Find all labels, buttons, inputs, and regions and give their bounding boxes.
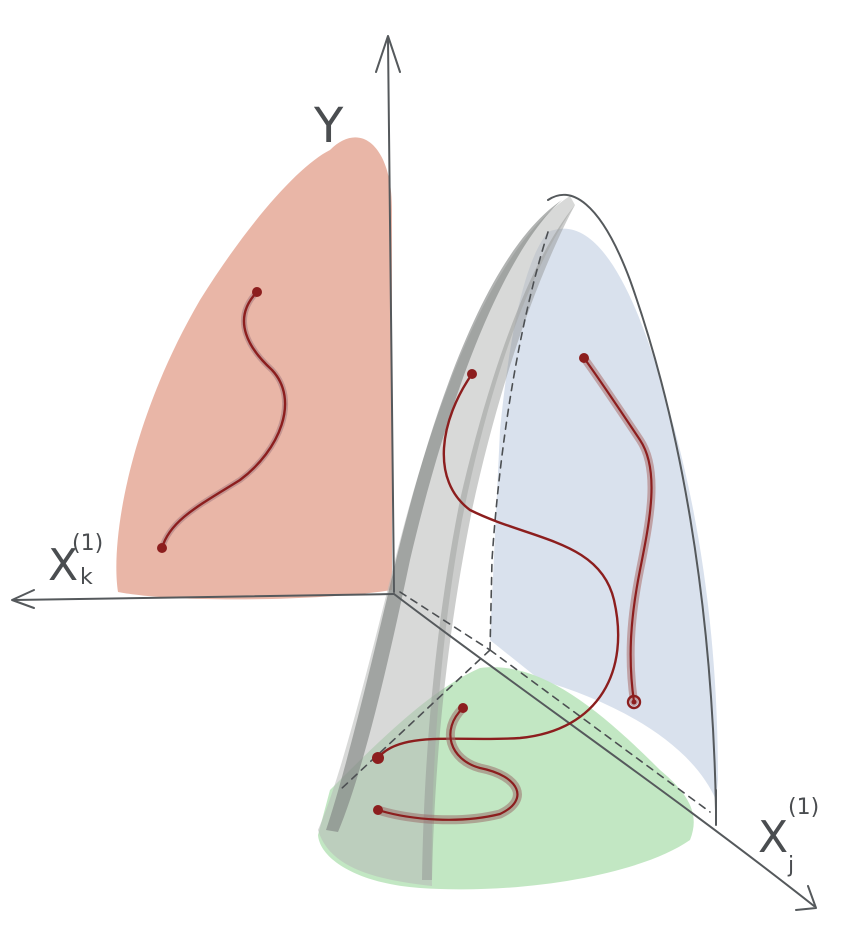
xj-axis-line <box>393 593 815 907</box>
xk-label-subscript: k <box>80 565 93 590</box>
xk-label-main: X <box>48 540 78 591</box>
right-curve <box>582 356 653 704</box>
dashed-edge-lower-left <box>339 649 491 791</box>
axes <box>11 35 817 911</box>
y-axis-line <box>387 39 395 593</box>
dashed-edge-right-diag <box>489 649 711 813</box>
surface-inner-fold <box>422 205 575 880</box>
dashed-edge-vertical <box>489 231 549 651</box>
left-curve <box>160 290 287 550</box>
main-curve-end-dot <box>372 752 384 764</box>
trajectories <box>157 287 656 825</box>
xj-label-main: X <box>758 812 788 863</box>
left-curve-start-dot <box>252 287 262 297</box>
bottom-curve <box>376 706 519 821</box>
xk-axis-line <box>13 593 395 601</box>
surface-outline <box>547 193 717 811</box>
right-curve-start-dot <box>579 353 589 363</box>
left-projection-panel <box>116 137 392 600</box>
xj-label-subscript: j <box>787 853 794 878</box>
bottom-curve-start-dot <box>458 703 468 713</box>
xk-axis-arrowhead <box>11 589 35 609</box>
xk-axis-label: X (1) k <box>48 531 103 591</box>
main-curve-start-dot <box>467 369 477 379</box>
left-curve-end-dot <box>157 543 167 553</box>
surface-sheet <box>318 196 575 886</box>
surface-edge-shadow <box>326 200 562 832</box>
main-3d-curve <box>376 372 620 760</box>
right-curve-end-dot <box>626 694 642 710</box>
xj-axis-arrowhead <box>795 885 817 911</box>
xj-axis-label: X (1) j <box>758 795 819 878</box>
right-projection-panel <box>490 228 718 800</box>
xk-label-superscript: (1) <box>72 531 103 556</box>
3d-surface <box>318 193 717 886</box>
dashed-edge-left-diag <box>399 591 491 651</box>
bottom-curve-end-dot <box>373 805 383 815</box>
right-curve-end-dot-inner <box>631 699 637 705</box>
xj-label-superscript: (1) <box>788 795 819 820</box>
y-axis-label: Y <box>313 98 344 154</box>
y-axis-arrowhead <box>375 35 401 73</box>
